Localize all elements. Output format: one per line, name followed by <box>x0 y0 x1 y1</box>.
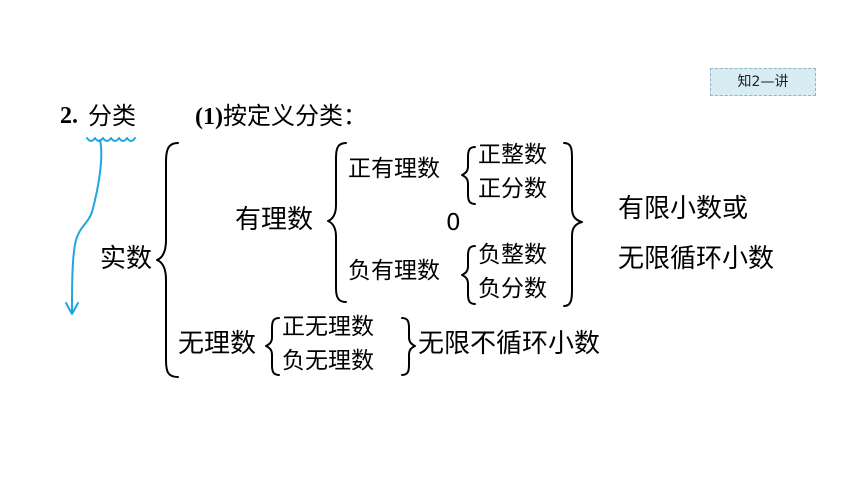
subsection-number: (1) <box>195 104 223 130</box>
negative-integer-label: 负整数 <box>478 242 547 268</box>
annotation-arrow <box>65 137 136 315</box>
positive-irrational-label: 正无理数 <box>282 314 374 340</box>
irrational-left-brace <box>265 317 280 376</box>
negative-fraction-label: 负分数 <box>478 276 547 302</box>
positive-integer-label: 正整数 <box>478 142 547 168</box>
rational-description-line1: 有限小数或 <box>618 194 749 224</box>
section-title: 分类 <box>88 102 136 130</box>
irrational-description: 无限不循环小数 <box>418 329 601 359</box>
negative-rational-brace <box>461 245 476 305</box>
positive-fraction-label: 正分数 <box>478 176 547 202</box>
negative-irrational-label: 负无理数 <box>282 348 374 374</box>
root-brace <box>156 142 179 378</box>
rational-brace <box>327 142 347 303</box>
rational-numbers-label: 有理数 <box>235 205 314 235</box>
positive-rational-brace <box>461 146 476 205</box>
irrational-right-brace <box>401 317 416 376</box>
lecture-badge: 知2—讲 <box>710 68 816 96</box>
rational-description-line2: 无限循环小数 <box>618 244 775 274</box>
root-real-numbers: 实数 <box>100 244 153 274</box>
section-number: 2. <box>60 103 78 129</box>
negative-rational-label: 负有理数 <box>348 258 440 284</box>
subsection-heading: (1)按定义分类： <box>195 104 367 129</box>
positive-rational-label: 正有理数 <box>348 156 440 182</box>
irrational-numbers-label: 无理数 <box>178 329 257 359</box>
subsection-title: 按定义分类： <box>222 102 367 130</box>
rational-right-brace <box>563 142 583 307</box>
zero-label: 0 <box>446 210 461 236</box>
